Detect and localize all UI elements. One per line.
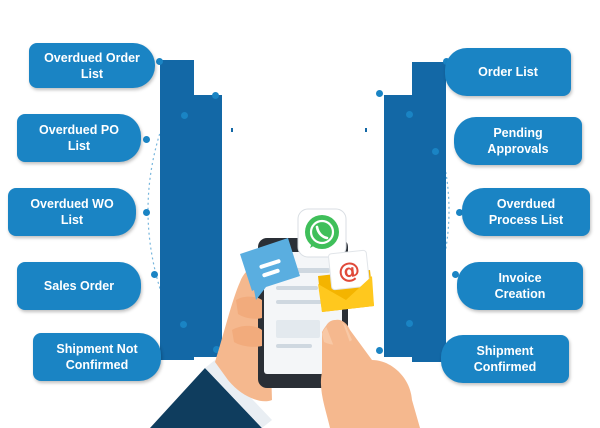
connector-dot bbox=[156, 58, 163, 65]
left-bar-outer bbox=[160, 60, 194, 360]
connector-dot bbox=[180, 321, 187, 328]
item-sales-order[interactable]: Sales Order bbox=[17, 262, 141, 310]
connector-dot bbox=[452, 271, 459, 278]
item-overdued-order-list[interactable]: Overdued Order List bbox=[29, 43, 155, 88]
connector-dot bbox=[143, 136, 150, 143]
right-bar-inner bbox=[384, 95, 414, 357]
item-overdued-process-list[interactable]: Overdued Process List bbox=[462, 188, 590, 236]
item-label: Pending Approvals bbox=[487, 126, 549, 156]
item-shipment-not-confirmed[interactable]: Shipment Not Confirmed bbox=[33, 333, 161, 381]
item-label: Shipment Not Confirmed bbox=[56, 342, 138, 372]
connector-dot bbox=[406, 320, 413, 327]
item-label: Overdued WO List bbox=[30, 197, 114, 227]
chat-bubble-icon bbox=[240, 238, 300, 300]
item-pending-approvals[interactable]: Pending Approvals bbox=[454, 117, 582, 165]
whatsapp-icon bbox=[297, 208, 347, 258]
item-invoice-creation[interactable]: Invoice Creation bbox=[457, 262, 583, 310]
item-order-list[interactable]: Order List bbox=[445, 48, 571, 96]
connector-dot bbox=[212, 92, 219, 99]
item-label: Overdued Order List bbox=[44, 50, 140, 81]
item-label: Sales Order bbox=[43, 279, 115, 293]
item-label: Overdued PO List bbox=[39, 123, 119, 153]
connector-dot bbox=[181, 112, 188, 119]
connector-dot bbox=[406, 111, 413, 118]
email-at-icon: @ bbox=[318, 249, 374, 312]
sleeve-shape bbox=[150, 368, 262, 428]
item-label: Shipment Confirmed bbox=[473, 344, 537, 374]
item-label: Invoice Creation bbox=[494, 271, 546, 301]
svg-text:@: @ bbox=[337, 258, 361, 285]
item-overdued-po-list[interactable]: Overdued PO List bbox=[17, 114, 141, 162]
connector-dot bbox=[376, 347, 383, 354]
left-bar-inner bbox=[194, 95, 222, 357]
connector-dot bbox=[143, 209, 150, 216]
item-label: Overdued Process List bbox=[488, 197, 564, 227]
connector-dot bbox=[151, 271, 158, 278]
item-overdued-wo-list[interactable]: Overdued WO List bbox=[8, 188, 136, 236]
connector-dot bbox=[432, 148, 439, 155]
right-bar-outer bbox=[412, 62, 446, 362]
connector-dot bbox=[213, 346, 220, 353]
item-shipment-confirmed[interactable]: Shipment Confirmed bbox=[441, 335, 569, 383]
connector-dot bbox=[376, 90, 383, 97]
connector-dot bbox=[456, 209, 463, 216]
item-label: Order List bbox=[478, 65, 538, 79]
